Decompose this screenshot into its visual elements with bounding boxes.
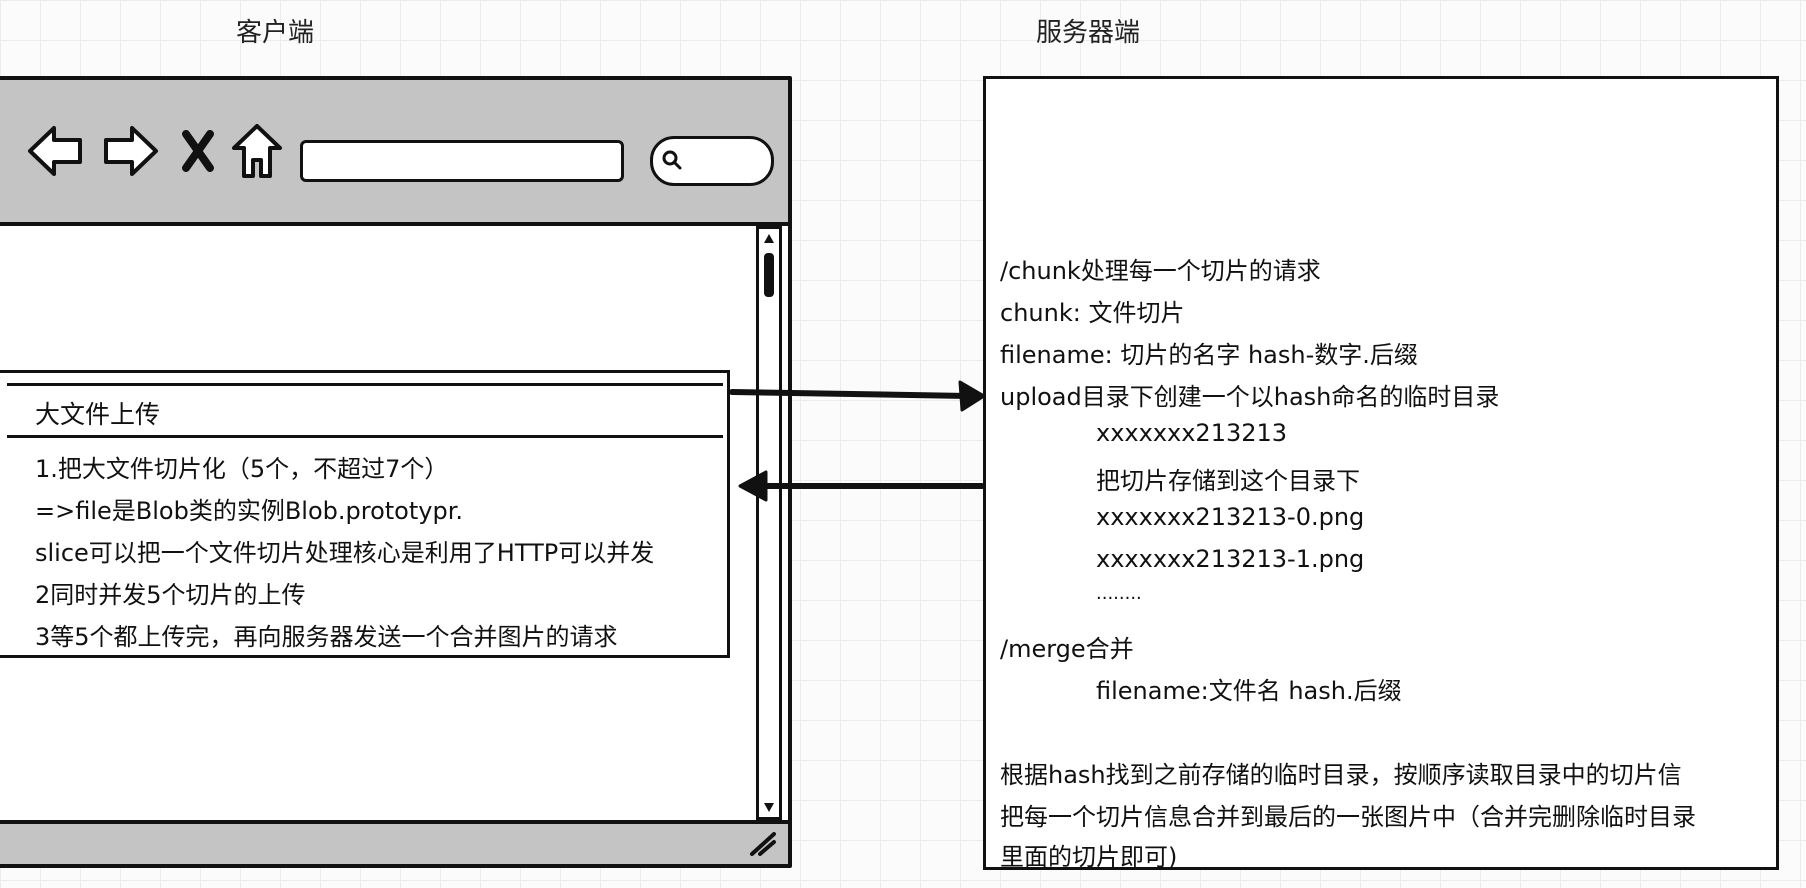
panel-top-rule xyxy=(7,383,723,386)
home-icon[interactable] xyxy=(230,122,284,180)
search-icon xyxy=(662,150,682,170)
server-line: 里面的切片即可) xyxy=(1000,843,1178,871)
server-line: xxxxxxx213213-1.png xyxy=(1096,545,1365,573)
panel-line: 3等5个都上传完，再向服务器发送一个合并图片的请求 xyxy=(35,623,618,651)
server-line: filename:文件名 hash.后缀 xyxy=(1096,677,1402,705)
browser-status-bar xyxy=(0,820,788,864)
server-line: /merge合并 xyxy=(1000,635,1134,663)
search-box[interactable] xyxy=(650,136,774,186)
panel-title: 大文件上传 xyxy=(35,400,161,429)
client-label: 客户端 xyxy=(236,18,315,48)
server-line: 根据hash找到之前存储的临时目录，按顺序读取目录中的切片信 xyxy=(1000,761,1682,789)
server-line: chunk: 文件切片 xyxy=(1000,299,1185,327)
browser-toolbar xyxy=(0,80,788,226)
back-arrow-icon[interactable] xyxy=(26,124,86,178)
panel-line: 2同时并发5个切片的上传 xyxy=(35,581,306,609)
request-arrow xyxy=(729,380,986,412)
server-box: /chunk处理每一个切片的请求 chunk: 文件切片 filename: 切… xyxy=(983,76,1779,871)
forward-arrow-icon[interactable] xyxy=(100,124,160,178)
server-line: /chunk处理每一个切片的请求 xyxy=(1000,257,1321,285)
scroll-thumb[interactable] xyxy=(764,253,774,297)
server-line: 把切片存储到这个目录下 xyxy=(1096,467,1360,495)
server-line: 把每一个切片信息合并到最后的一张图片中（合并完删除临时目录 xyxy=(1000,803,1696,831)
address-bar[interactable] xyxy=(300,140,624,182)
server-line: xxxxxxx213213 xyxy=(1096,419,1288,447)
scroll-down-icon[interactable] xyxy=(762,801,776,815)
close-icon[interactable] xyxy=(180,130,216,172)
server-line: filename: 切片的名字 hash-数字.后缀 xyxy=(1000,341,1418,369)
vertical-scrollbar[interactable] xyxy=(756,226,782,820)
panel-title-rule xyxy=(7,435,723,438)
panel-line: 1.把大文件切片化（5个，不超过7个） xyxy=(35,455,449,483)
scroll-up-icon[interactable] xyxy=(762,231,776,245)
panel-line: =>file是Blob类的实例Blob.prototypr. xyxy=(35,497,463,525)
panel-line: slice可以把一个文件切片处理核心是利用了HTTP可以并发 xyxy=(35,539,655,567)
server-line: ........ xyxy=(1096,583,1142,604)
resize-grip-icon[interactable] xyxy=(748,830,778,856)
server-line: xxxxxxx213213-0.png xyxy=(1096,503,1365,531)
server-label: 服务器端 xyxy=(1036,18,1141,48)
server-line: upload目录下创建一个以hash命名的临时目录 xyxy=(1000,383,1500,411)
response-arrow xyxy=(738,470,985,502)
browser-window: 大文件上传 1.把大文件切片化（5个，不超过7个） =>file是Blob类的实… xyxy=(0,76,792,868)
upload-panel: 大文件上传 1.把大文件切片化（5个，不超过7个） =>file是Blob类的实… xyxy=(0,370,730,658)
